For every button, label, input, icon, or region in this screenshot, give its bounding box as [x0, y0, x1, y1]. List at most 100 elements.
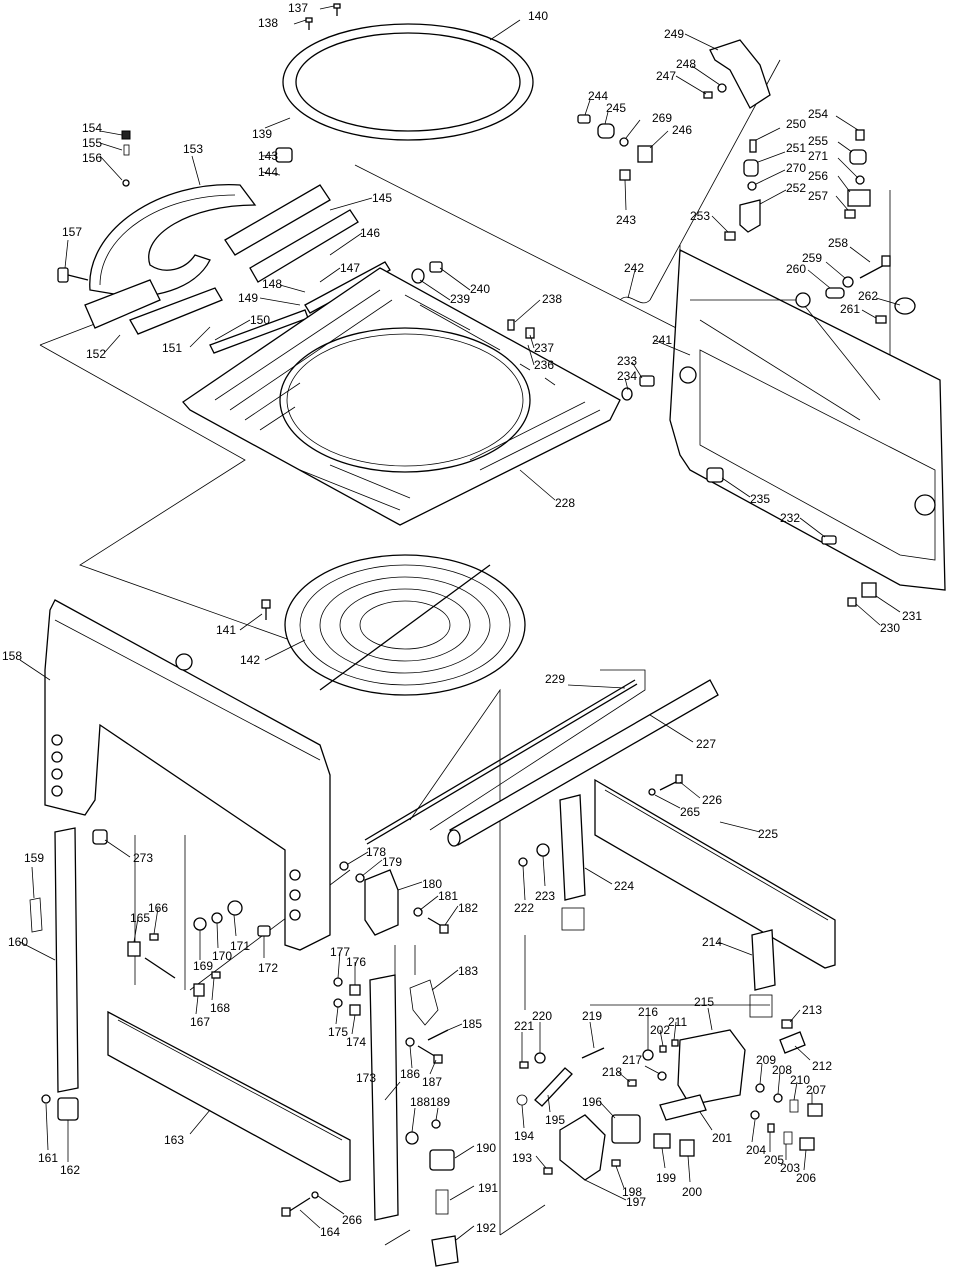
- callout-182: 182: [458, 901, 478, 915]
- callout-236: 236: [534, 358, 554, 372]
- callout-231: 231: [902, 609, 922, 623]
- callout-254: 254: [808, 107, 828, 121]
- callout-237: 237: [534, 341, 554, 355]
- callout-222: 222: [514, 901, 534, 915]
- callout-148: 148: [262, 277, 282, 291]
- screw-205: [767, 1123, 775, 1133]
- nut-174: [349, 1004, 361, 1016]
- callout-220: 220: [532, 1009, 552, 1023]
- bolt-226: [659, 774, 683, 791]
- callout-235: 235: [750, 492, 770, 506]
- callout-189: 189: [430, 1095, 450, 1109]
- clip-212: [779, 1031, 806, 1054]
- callout-212: 212: [812, 1059, 832, 1073]
- spring-242: [619, 296, 651, 304]
- callout-150: 150: [250, 313, 270, 327]
- callout-157: 157: [62, 225, 82, 239]
- spacer-245: [597, 123, 615, 139]
- callout-208: 208: [772, 1063, 792, 1077]
- foot-192: [431, 1235, 459, 1267]
- bracket-180: [364, 869, 399, 936]
- callout-145: 145: [372, 191, 392, 205]
- knob-216: [642, 1049, 654, 1061]
- screw-240: [429, 261, 443, 273]
- callout-142: 142: [240, 653, 260, 667]
- washer-269: [619, 137, 629, 147]
- callout-149: 149: [238, 291, 258, 305]
- rail-163: [107, 1010, 351, 1183]
- callout-258: 258: [828, 236, 848, 250]
- nut-209: [755, 1083, 765, 1093]
- leg-160: [54, 827, 79, 1093]
- nut-177: [333, 977, 343, 987]
- callout-251: 251: [786, 141, 806, 155]
- callout-269: 269: [652, 111, 672, 125]
- foot-162: [57, 1097, 79, 1121]
- callout-200: 200: [682, 1185, 702, 1199]
- callout-240: 240: [470, 282, 490, 296]
- clip-159: [29, 897, 43, 933]
- callout-167: 167: [190, 1015, 210, 1029]
- screw-198: [611, 1159, 621, 1167]
- nut-178: [339, 861, 349, 871]
- post-224: [559, 794, 586, 901]
- callout-227: 227: [696, 737, 716, 751]
- terminal-199: [653, 1133, 671, 1149]
- callout-248: 248: [676, 57, 696, 71]
- cord-219: [581, 1047, 605, 1059]
- button-207: [807, 1103, 823, 1117]
- washer-223: [536, 843, 550, 857]
- screw-247: [703, 91, 713, 99]
- callout-217: 217: [622, 1053, 642, 1067]
- callout-260: 260: [786, 262, 806, 276]
- callout-215: 215: [694, 995, 714, 1009]
- callout-265: 265: [680, 805, 700, 819]
- bracket-165: [127, 941, 141, 957]
- tube-227: [447, 679, 719, 847]
- callout-192: 192: [476, 1221, 496, 1235]
- callout-214: 214: [702, 935, 722, 949]
- screw-141: [261, 599, 271, 620]
- plate-246: [637, 145, 653, 163]
- callout-205: 205: [764, 1153, 784, 1167]
- callout-242: 242: [624, 261, 644, 275]
- slide-block-152: [84, 279, 161, 329]
- callout-169: 169: [193, 959, 213, 973]
- callout-250: 250: [786, 117, 806, 131]
- callout-247: 247: [656, 69, 676, 83]
- callout-259: 259: [802, 251, 822, 265]
- side-frame-241: [669, 248, 946, 591]
- callout-199: 199: [656, 1171, 676, 1185]
- callout-194: 194: [514, 1129, 534, 1143]
- nut-161: [41, 1094, 51, 1104]
- callout-206: 206: [796, 1171, 816, 1185]
- bolt-182: [427, 917, 449, 934]
- screw-233: [639, 375, 655, 387]
- callout-239: 239: [450, 292, 470, 306]
- callout-165: 165: [130, 911, 150, 925]
- screw-211: [671, 1039, 679, 1047]
- callout-201: 201: [712, 1131, 732, 1145]
- callout-153: 153: [183, 142, 203, 156]
- screw-243: [619, 169, 631, 181]
- nut-186: [405, 1037, 415, 1047]
- nut-169: [193, 917, 207, 931]
- callout-164: 164: [320, 1225, 340, 1239]
- callout-159: 159: [24, 851, 44, 865]
- bolt-185: [427, 1029, 449, 1041]
- callout-190: 190: [476, 1141, 496, 1155]
- washer-204: [750, 1110, 760, 1120]
- nut-237: [525, 327, 535, 339]
- screw-166: [149, 933, 159, 941]
- callout-213: 213: [802, 1003, 822, 1017]
- callout-172: 172: [258, 961, 278, 975]
- washer-266: [311, 1191, 319, 1199]
- screw-244: [577, 114, 591, 124]
- callout-186: 186: [400, 1067, 420, 1081]
- callout-146: 146: [360, 226, 380, 240]
- washer-248: [717, 83, 727, 93]
- bracket-256: [847, 189, 871, 207]
- callout-273: 273: [133, 851, 153, 865]
- nut-175: [333, 998, 343, 1008]
- bracket-167: [193, 983, 205, 997]
